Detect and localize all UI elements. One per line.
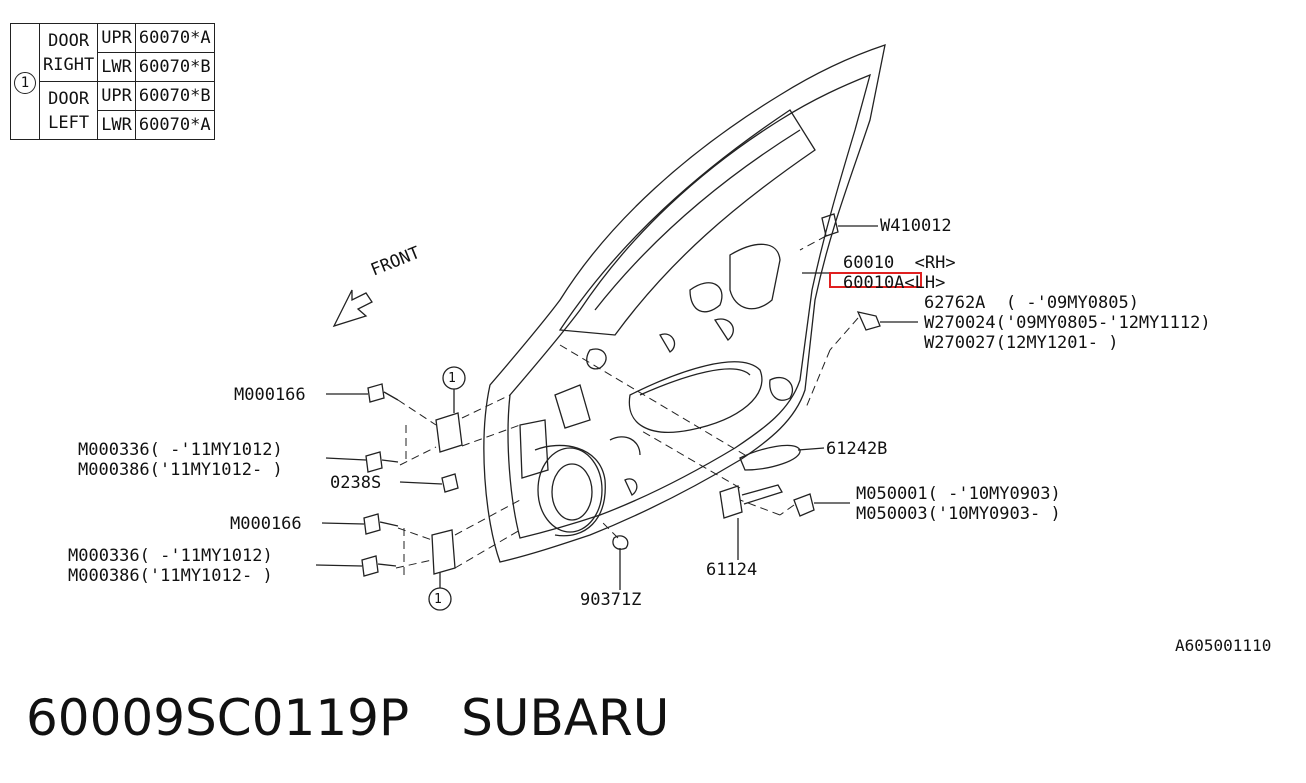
legend-pos: UPR xyxy=(97,23,136,53)
footer-title: 60009SC0119P SUBARU xyxy=(26,683,669,753)
highlight-box xyxy=(829,272,922,288)
label-m050001: M050001( -'10MY0903) xyxy=(856,484,1061,504)
label-62762a: 62762A ( -'09MY0805) xyxy=(924,293,1139,313)
legend-door-left: DOOR LEFT xyxy=(38,81,99,140)
label-w410012: W410012 xyxy=(880,216,952,236)
legend-part: 60070*A xyxy=(134,23,215,53)
label-0238s: 0238S xyxy=(330,473,382,493)
callout-ref-top: 1 xyxy=(448,371,456,386)
legend-side-label: LEFT xyxy=(48,112,90,133)
door-inner-outline xyxy=(507,73,871,539)
label-90371z: 90371Z xyxy=(580,590,642,610)
label-m000386-top: M000386('11MY1012- ) xyxy=(78,460,283,480)
label-60010a: 60010A<LH> xyxy=(843,273,946,293)
label-m050003: M050003('10MY0903- ) xyxy=(856,504,1061,524)
front-arrow-icon xyxy=(332,289,373,328)
legend-pos: LWR xyxy=(97,110,136,140)
label-w270024: W270024('09MY0805-'12MY1112) xyxy=(924,313,1211,333)
upper-hinge xyxy=(435,412,463,453)
legend-table: 1 DOOR RIGHT UPR 60070*A LWR 60070*B DOOR… xyxy=(10,23,215,140)
legend-part: 60070*B xyxy=(134,81,215,111)
door-outer-outline xyxy=(483,44,886,563)
diagram-code: A605001110 xyxy=(1175,636,1272,655)
legend-part: 60070*A xyxy=(134,110,215,140)
legend-ref-circle: 1 xyxy=(14,71,36,94)
legend-door-label: DOOR xyxy=(48,30,90,51)
brand-name: SUBARU xyxy=(461,689,670,747)
label-61242b: 61242B xyxy=(826,439,888,459)
legend-door-right: DOOR RIGHT xyxy=(38,23,99,82)
label-m000166-top: M000166 xyxy=(234,385,306,405)
label-w270027: W270027(12MY1201- ) xyxy=(924,333,1119,353)
callout-ref-bottom: 1 xyxy=(434,592,442,607)
legend-door-label: DOOR xyxy=(48,88,90,109)
legend-ref-cell: 1 xyxy=(10,23,40,140)
lower-hinge xyxy=(431,529,456,575)
legend-side-label: RIGHT xyxy=(43,54,95,75)
label-m000336-top: M000336( -'11MY1012) xyxy=(78,440,283,460)
label-61124: 61124 xyxy=(706,560,758,580)
label-m000386-bottom: M000386('11MY1012- ) xyxy=(68,566,273,586)
label-m000336-bottom: M000336( -'11MY1012) xyxy=(68,546,273,566)
label-60010: 60010 <RH> xyxy=(843,253,956,273)
part-number: 60009SC0119P xyxy=(26,689,410,747)
label-m000166-bottom: M000166 xyxy=(230,514,302,534)
